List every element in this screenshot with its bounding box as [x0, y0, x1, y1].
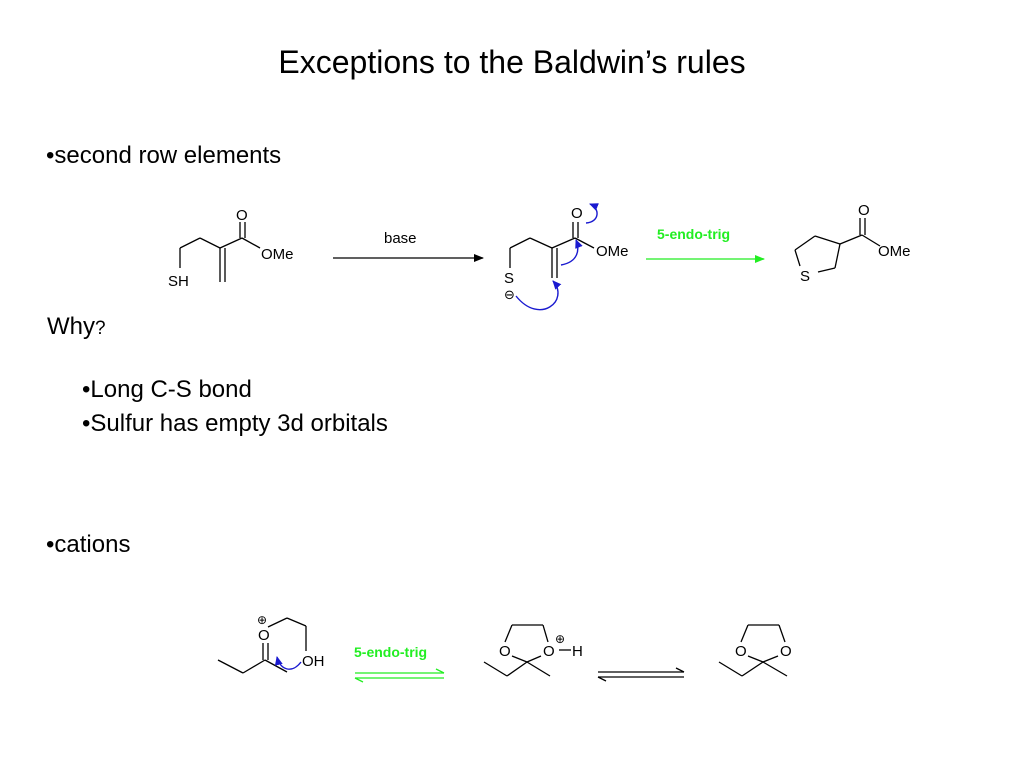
- reason-empty-3d-orbitals: •Sulfur has empty 3d orbitals: [82, 410, 388, 437]
- reason-long-cs-bond: •Long C-S bond: [82, 376, 252, 403]
- molecule-protonated-dioxolane: O O ⊕ H: [483, 624, 583, 677]
- atom-o-plus: O: [258, 627, 270, 644]
- molecule-oxocarbenium: O ⊕ OH: [217, 613, 325, 674]
- atom-s: S: [504, 270, 514, 287]
- atom-o-ring-left: O: [499, 643, 511, 660]
- atom-o-carbonyl: O: [858, 202, 870, 219]
- molecule-dioxolane: O O: [718, 624, 792, 677]
- atom-ome: OMe: [261, 246, 294, 263]
- atom-sh: SH: [168, 273, 189, 290]
- atom-oh: OH: [302, 653, 325, 670]
- equilibrium-arrow-5-endo-trig: [354, 668, 445, 683]
- molecule-thiolate: O OMe S ⊖: [504, 203, 629, 311]
- electron-arrow-to-oxygen: [585, 203, 599, 224]
- why-label: Why?: [47, 313, 106, 341]
- atom-ome: OMe: [596, 243, 629, 260]
- bullet-second-row-elements: •second row elements: [46, 142, 282, 169]
- atom-o-carbonyl: O: [236, 207, 248, 224]
- electron-arrow-s-attack: [515, 280, 562, 311]
- atom-ome: OMe: [878, 243, 911, 260]
- cyclization-label: 5-endo-trig: [657, 226, 730, 242]
- charge-minus: ⊖: [504, 287, 515, 302]
- atom-o-ring-right: O: [543, 643, 555, 660]
- cyclization-label-cation: 5-endo-trig: [354, 644, 427, 660]
- atom-s-ring: S: [800, 268, 810, 285]
- slide-title: Exceptions to the Baldwin’s rules: [278, 44, 746, 80]
- molecule-thiol-ester: O OMe SH: [168, 207, 294, 290]
- atom-h: H: [572, 643, 583, 660]
- atom-o-ring-left: O: [735, 643, 747, 660]
- reagent-label-base: base: [384, 230, 417, 247]
- electron-arrow-oh-attack: [274, 656, 302, 670]
- atom-o-carbonyl: O: [571, 205, 583, 222]
- equilibrium-arrow-deprotonation: [597, 667, 685, 682]
- why-text: Why: [47, 313, 95, 340]
- atom-o-ring-right: O: [780, 643, 792, 660]
- molecule-thiolane-ester: O OMe S: [794, 202, 911, 285]
- charge-plus: ⊕: [257, 613, 267, 627]
- electron-arrow-pi-shift: [560, 239, 583, 266]
- charge-plus: ⊕: [555, 632, 565, 646]
- bullet-cations: •cations: [46, 531, 131, 558]
- why-question-mark: ?: [95, 318, 106, 339]
